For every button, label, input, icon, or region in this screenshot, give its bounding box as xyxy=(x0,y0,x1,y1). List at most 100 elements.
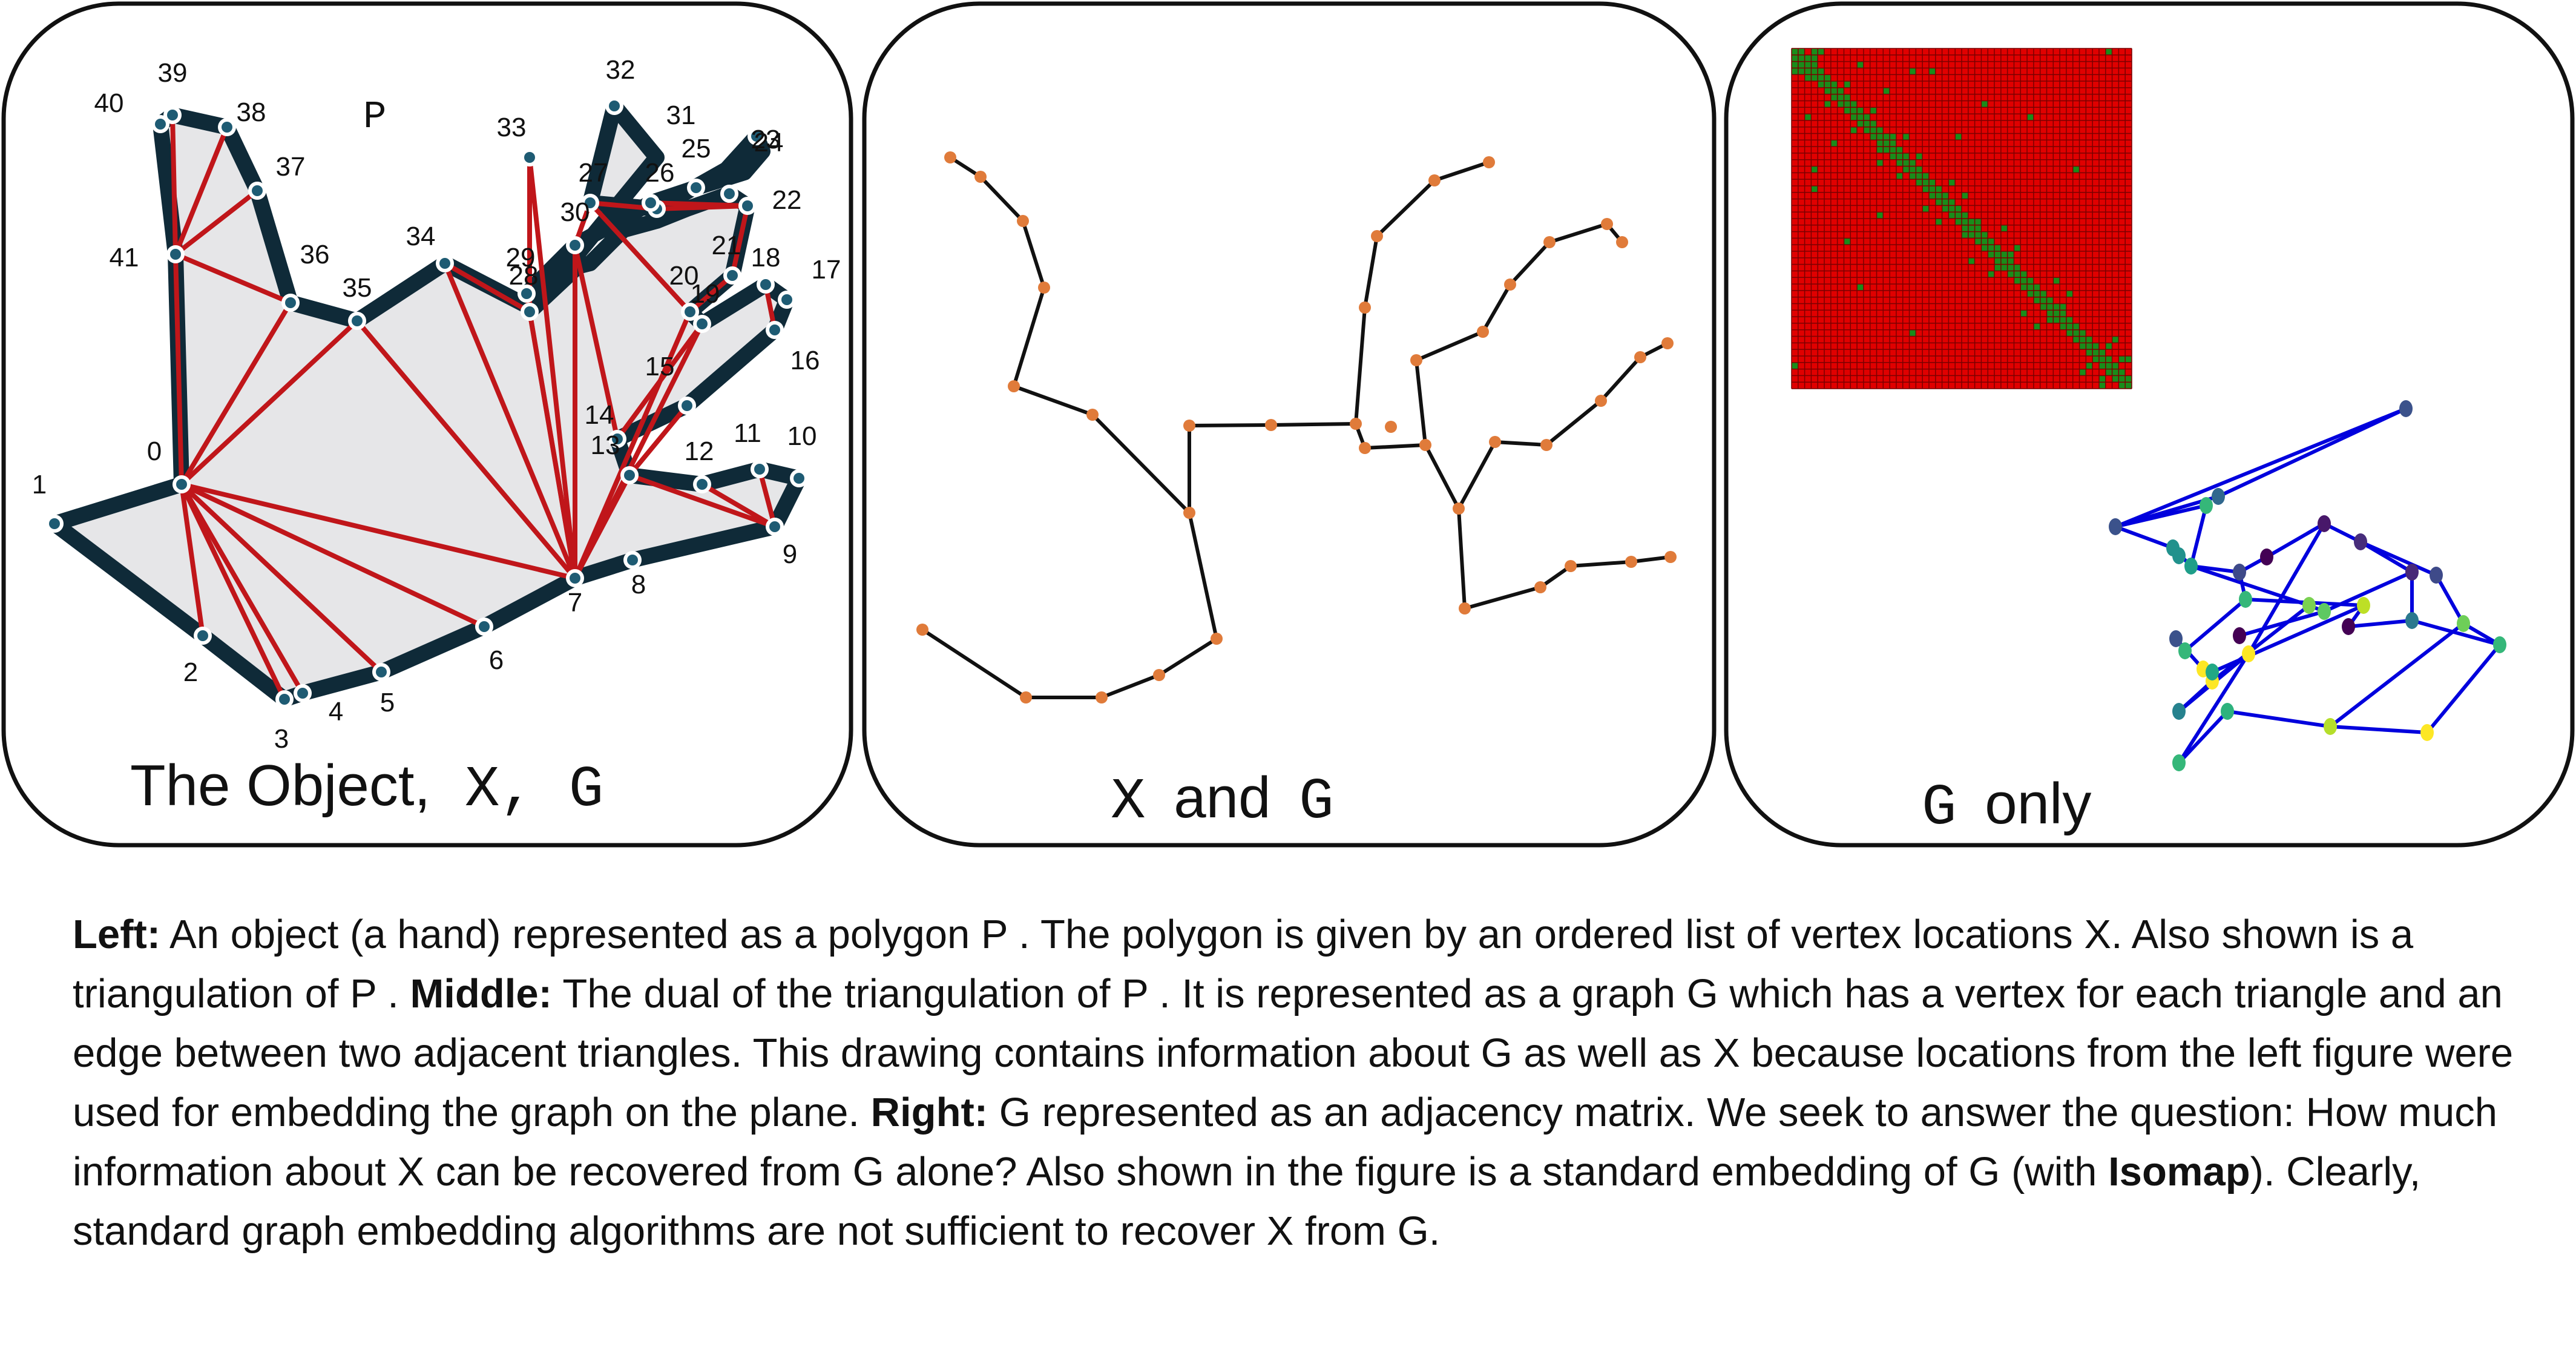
isomap-node xyxy=(2172,703,2186,720)
matrix-cell xyxy=(2046,310,2054,317)
matrix-cell xyxy=(2066,329,2073,337)
isomap-edge xyxy=(2177,710,2229,765)
triangulation-edge xyxy=(757,467,777,529)
matrix-cell xyxy=(1837,100,1844,108)
matrix-cell xyxy=(1916,173,1923,180)
matrix-cell xyxy=(1804,74,1812,82)
matrix-cell xyxy=(1974,231,1982,239)
middle-title-g: G xyxy=(1299,769,1334,835)
dual-node xyxy=(1534,581,1546,593)
vertex-label: 3 xyxy=(274,724,289,754)
matrix-cell xyxy=(2086,362,2093,369)
matrix-cell xyxy=(1876,127,1884,134)
triangulation-edge xyxy=(179,300,293,487)
polygon-vertex xyxy=(252,185,263,196)
dual-graph-nodes xyxy=(916,151,1677,703)
isomap-edge xyxy=(2425,643,2502,734)
dual-node xyxy=(1086,409,1099,421)
matrix-cell xyxy=(1870,120,1877,127)
isomap-node xyxy=(2233,627,2246,644)
vertex-label: 26 xyxy=(645,158,675,188)
dual-node xyxy=(1020,691,1032,703)
polygon-vertex xyxy=(754,464,765,475)
matrix-cell xyxy=(1798,48,1805,55)
matrix-cell xyxy=(2014,245,2021,252)
dual-edge xyxy=(1433,160,1491,182)
polygon-vertex xyxy=(521,288,532,299)
middle-panel-title: X and G xyxy=(1111,765,1334,835)
polygon-vertex xyxy=(222,122,232,133)
matrix-cell xyxy=(2040,303,2047,311)
caption-middle-text: The dual of the triangulation of P . It … xyxy=(73,971,2514,1135)
matrix-cell xyxy=(1902,159,1910,166)
dual-edge xyxy=(1012,286,1046,388)
matrix-cell xyxy=(1804,54,1812,62)
vertex-label: 37 xyxy=(276,152,306,182)
isomap-node xyxy=(2239,591,2252,608)
matrix-cell xyxy=(2098,375,2106,383)
caption-end-text: ). Clearly, standard graph embedding alg… xyxy=(73,1149,2421,1254)
matrix-cell xyxy=(1928,179,1936,186)
matrix-cell xyxy=(2033,323,2040,330)
isomap-node xyxy=(2405,612,2419,629)
matrix-cell xyxy=(2092,355,2099,363)
vertex-label: 33 xyxy=(497,113,527,142)
matrix-cell xyxy=(2079,369,2086,376)
polygon-vertex xyxy=(479,621,490,632)
triangulation-edge xyxy=(179,482,205,638)
matrix-cell xyxy=(1824,100,1831,108)
isomap-node xyxy=(2172,547,2186,564)
dual-node xyxy=(1410,354,1422,366)
isomap-edge xyxy=(2238,610,2326,638)
vertex-label: 27 xyxy=(579,158,608,188)
triangulation-edge xyxy=(442,261,532,314)
polygon-vertex xyxy=(624,470,635,481)
matrix-cell xyxy=(1863,120,1870,127)
matrix-cell xyxy=(1837,87,1844,94)
dual-node xyxy=(1008,380,1020,392)
matrix-cell xyxy=(1922,185,1929,193)
dual-node xyxy=(1428,174,1441,186)
matrix-cell xyxy=(1942,205,1949,213)
matrix-cell xyxy=(2033,290,2040,297)
matrix-cell xyxy=(2053,277,2060,285)
matrix-cell xyxy=(1935,199,1942,206)
dual-node xyxy=(1038,282,1050,294)
matrix-cell xyxy=(1896,153,1903,160)
dual-edge xyxy=(1363,443,1427,450)
dual-edge xyxy=(1100,673,1161,699)
matrix-cell xyxy=(1994,245,2001,252)
matrix-cell xyxy=(1818,81,1825,88)
dual-node xyxy=(1265,419,1277,431)
polygon-vertex xyxy=(585,197,596,208)
triangulation-edge xyxy=(627,403,689,478)
matrix-cell xyxy=(1830,140,1838,147)
dual-node xyxy=(1664,551,1677,563)
polygon-vertex xyxy=(524,152,535,163)
vertex-label: 18 xyxy=(751,243,781,272)
dual-edge xyxy=(1481,283,1512,334)
isomap-node xyxy=(2324,718,2337,735)
matrix-cell xyxy=(1916,153,1923,160)
matrix-cell xyxy=(2079,343,2086,350)
matrix-cell xyxy=(1876,147,1884,153)
matrix-cell xyxy=(1922,205,1929,213)
triangulation-edge xyxy=(179,482,305,696)
dual-edge xyxy=(1363,234,1379,309)
matrix-cell xyxy=(2007,251,2014,258)
dual-edge xyxy=(1354,306,1367,426)
triangulation-edge xyxy=(700,482,777,529)
polygon-vertices xyxy=(45,97,808,708)
isomap-edge xyxy=(2462,622,2502,647)
middle-title-text: and xyxy=(1174,765,1270,830)
polygon-vertex xyxy=(439,258,450,269)
polygon-vertex xyxy=(691,182,702,193)
matrix-cell xyxy=(1824,87,1831,94)
isomap-edge xyxy=(2247,522,2326,656)
matrix-green-cells xyxy=(1792,48,2132,389)
vertex-label: 2 xyxy=(183,657,198,687)
matrix-cell xyxy=(2098,355,2106,363)
isomap-nodes xyxy=(2109,400,2506,771)
matrix-cell xyxy=(1811,48,1818,55)
